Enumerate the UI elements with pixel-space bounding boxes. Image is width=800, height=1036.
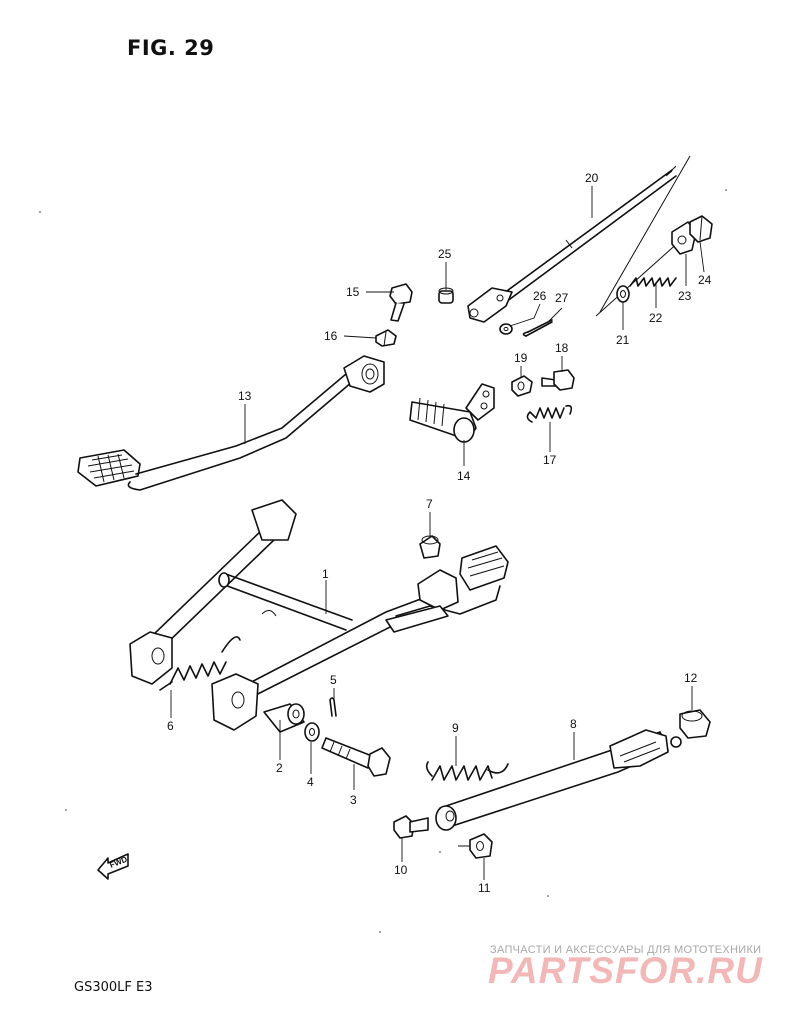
callout-11: 11 — [478, 881, 491, 895]
part-bolt-18[interactable] — [541, 369, 575, 391]
part-stand-spring[interactable] — [159, 636, 241, 691]
callout-21: 21 — [616, 333, 630, 347]
callout-17: 17 — [543, 453, 557, 467]
callout-8: 8 — [570, 717, 577, 731]
callout-27: 27 — [555, 291, 569, 305]
callout-23: 23 — [678, 289, 692, 303]
part-rubber-stopper[interactable] — [679, 709, 711, 739]
part-cap[interactable] — [438, 287, 454, 304]
callout-26: 26 — [533, 289, 547, 303]
part-stand-cap[interactable] — [419, 535, 441, 559]
callout-25: 25 — [438, 247, 452, 261]
callout-24: 24 — [698, 273, 712, 287]
part-bolt-15[interactable] — [389, 283, 413, 322]
fwd-arrow-icon — [97, 853, 129, 880]
print-specks — [39, 189, 727, 933]
part-bolt-3[interactable] — [321, 737, 391, 777]
callout-4: 4 — [307, 775, 314, 789]
callout-16: 16 — [324, 329, 338, 343]
callout-9: 9 — [452, 721, 459, 735]
leader-lines — [170, 186, 705, 880]
callout-20: 20 — [585, 171, 599, 185]
callout-12: 12 — [684, 671, 698, 685]
part-center-stand[interactable] — [129, 499, 509, 731]
callout-15: 15 — [346, 285, 360, 299]
callout-18: 18 — [555, 341, 569, 355]
part-washer-26[interactable] — [499, 323, 513, 335]
callout-10: 10 — [394, 863, 408, 877]
part-spacer[interactable] — [263, 703, 305, 733]
callout-7: 7 — [426, 497, 433, 511]
callout-3: 3 — [350, 793, 357, 807]
callout-22: 22 — [649, 311, 663, 325]
callout-2: 2 — [276, 761, 283, 775]
model-code: GS300LF E3 — [74, 980, 153, 995]
callout-13: 13 — [238, 389, 252, 403]
part-return-spring[interactable] — [526, 404, 573, 423]
part-lever-shaft[interactable] — [409, 383, 495, 443]
part-bolt-10[interactable] — [393, 815, 429, 839]
callout-6: 6 — [167, 719, 174, 733]
part-nut-11[interactable] — [469, 833, 493, 859]
part-nut-19[interactable] — [511, 375, 533, 397]
callout-5: 5 — [330, 673, 337, 687]
watermark-logo: PARTSFOR.RU — [488, 950, 763, 991]
part-brake-pedal[interactable] — [77, 355, 385, 491]
part-rod-nut[interactable] — [616, 285, 630, 303]
part-brake-rod[interactable] — [467, 165, 677, 323]
part-washer-4[interactable] — [304, 722, 320, 742]
part-adjuster-nut[interactable] — [689, 215, 713, 243]
watermark-tagline: ЗАПЧАСТИ И АКСЕССУАРЫ ДЛЯ МОТОТЕХНИКИ — [490, 944, 762, 956]
figure-title: FIG. 29 — [127, 36, 215, 60]
part-side-stand[interactable] — [435, 729, 682, 831]
callout-14: 14 — [457, 469, 471, 483]
callout-numbers: 1 2 3 4 5 6 7 8 9 10 11 12 13 14 15 16 1… — [167, 171, 712, 895]
callout-19: 19 — [514, 351, 528, 365]
part-clip[interactable] — [329, 697, 337, 717]
part-side-stand-spring[interactable] — [425, 761, 509, 781]
part-cotter-pin[interactable] — [522, 319, 553, 337]
part-nut-16[interactable] — [375, 329, 397, 347]
part-rod-spring[interactable] — [629, 277, 677, 287]
callout-1: 1 — [322, 567, 329, 581]
